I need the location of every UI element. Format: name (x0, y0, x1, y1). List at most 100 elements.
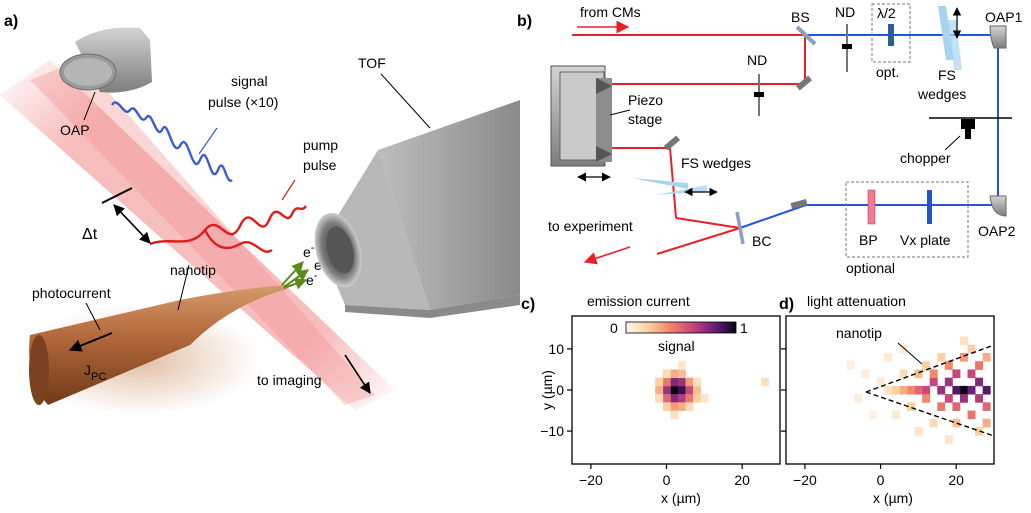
heatmap-cell (899, 369, 908, 379)
beamsplitter (795, 25, 817, 46)
vx-plate-label: Vx plate (900, 232, 951, 248)
opt-label: opt. (876, 64, 899, 80)
lambda2-plate (888, 24, 894, 46)
heatmap-cell (944, 394, 953, 403)
heatmap-cell (662, 402, 671, 411)
heatmap-emission-current (655, 361, 770, 420)
piezo-label-1: Piezo (628, 92, 663, 108)
panel-b-label: b) (517, 13, 532, 30)
colorbar-min: 0 (610, 320, 618, 336)
heatmap-cell (761, 377, 770, 387)
bp-label: BP (859, 232, 878, 248)
heatmap-cell (952, 385, 961, 395)
pump-pulse-label-1: pump (303, 137, 338, 153)
blue-beam-path (739, 34, 999, 229)
heatmap-cell (952, 369, 961, 379)
heatmap-cell (967, 344, 976, 354)
heatmap-cell (914, 369, 923, 379)
heatmap-cell (959, 353, 968, 362)
x-axis-label-c: x (µm) (661, 490, 701, 506)
heatmap-cell (854, 394, 863, 403)
nd-label-2: ND (835, 4, 855, 20)
heatmap-cell (982, 353, 991, 362)
heatmap-cell (914, 385, 923, 395)
heatmap-cell (982, 402, 991, 411)
nd-label-1: ND (747, 52, 767, 68)
heatmap-cell (914, 427, 923, 436)
signal-pulse-label-2: pulse (×10) (208, 94, 278, 110)
heatmap-cell (967, 385, 976, 395)
heatmap-cell (959, 336, 968, 346)
colorbar-label: signal (658, 338, 695, 354)
heatmap-cell (655, 394, 664, 403)
heatmap-cell (944, 377, 953, 387)
piezo-leader (609, 109, 631, 116)
heatmap-cell (922, 385, 931, 395)
beam-combiner (735, 211, 745, 245)
to-imaging-arrow (344, 354, 371, 394)
heatmap-cell (677, 369, 686, 379)
colorbar-max: 1 (740, 320, 748, 336)
from-cms-label: from CMs (580, 4, 641, 20)
x-tick-label: 0 (663, 472, 671, 488)
x-tick-label: −20 (579, 472, 603, 488)
optional-box (845, 181, 969, 258)
y-tick-label: −10 (540, 423, 564, 439)
chopper-motor-stem (965, 129, 971, 139)
delay-label: Δt (82, 226, 98, 243)
heatmap-cell (975, 394, 984, 403)
heatmap-cell (952, 402, 961, 411)
bc-label: BC (752, 233, 771, 249)
fs-wedges-top-label-2: wedges (917, 86, 966, 102)
oap-leader (83, 91, 96, 121)
heatmap-cell (677, 394, 686, 403)
heatmap-cell (670, 394, 679, 403)
heatmap-cell (655, 385, 664, 395)
heatmap-cell (982, 418, 991, 428)
tof-leader (380, 73, 431, 129)
panel-b: b) from CMs to experiment (517, 3, 1023, 276)
oap-label: OAP (60, 122, 90, 138)
heatmap-cell (693, 377, 701, 387)
panel-c-label: c) (521, 296, 535, 313)
tof-label: TOF (358, 55, 386, 71)
heatmap-cell (677, 402, 686, 411)
jpc-label: JPC (84, 362, 106, 383)
to-experiment-arrow (583, 246, 631, 265)
heatmap-cell (670, 377, 679, 387)
panel-a: a) OAP signal pulse (×10) pump pulse Δt (0, 13, 520, 415)
heatmap-cell (891, 410, 900, 420)
panel-d-title: light attenuation (807, 293, 906, 309)
mirror-2 (663, 135, 681, 151)
nanotip-outline-upper (865, 344, 995, 393)
lambda2-box (871, 3, 911, 63)
to-experiment-label: to experiment (548, 218, 633, 234)
heatmap-cell (967, 410, 976, 420)
pump-leader (281, 179, 296, 201)
heatmap-cell (907, 402, 915, 411)
vx-plate (927, 190, 932, 224)
fs-wedges-bottom-label: FS wedges (681, 155, 751, 171)
signal-leader (198, 127, 218, 155)
heatmap-cell (975, 377, 984, 387)
x-tick-label: 0 (877, 472, 885, 488)
nd-filter-1-mount (754, 92, 764, 97)
nanotip-outline-lower (865, 391, 995, 437)
panel-c-title: emission current (587, 293, 690, 309)
heatmap-cell (685, 402, 694, 411)
heatmap-cell (662, 394, 671, 403)
heatmap-cell (693, 385, 701, 395)
heatmap-cell (929, 418, 938, 428)
signal-pulse (110, 101, 233, 182)
heatmap-cell (700, 394, 709, 403)
heatmap-cell (677, 385, 686, 395)
fs-wedge-top-1 (938, 6, 954, 60)
nd-filter-2-mount (842, 44, 852, 49)
x-tick-label: −20 (793, 472, 817, 488)
electron-arrows (281, 261, 309, 290)
heatmap-cell (884, 353, 893, 362)
oap2-label: OAP2 (978, 223, 1016, 239)
